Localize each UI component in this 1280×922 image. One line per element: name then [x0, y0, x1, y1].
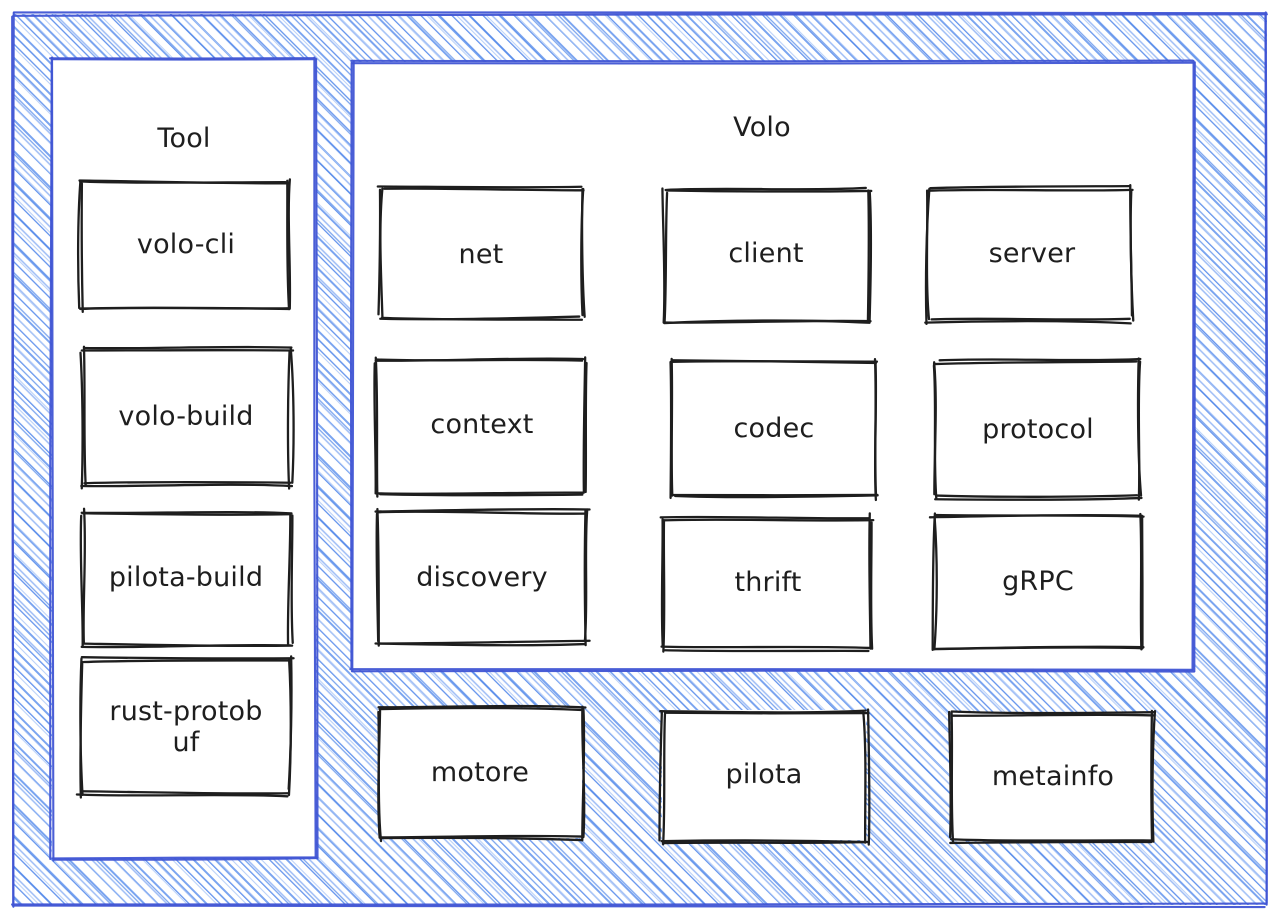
node-box-rust-protobuf[interactable] [75, 655, 295, 799]
node-box-client[interactable] [661, 186, 873, 325]
node-box-codec[interactable] [669, 357, 879, 502]
node-box-protocol[interactable] [932, 357, 1143, 501]
node-box-pilota-build[interactable] [79, 507, 294, 649]
node-box-net[interactable] [376, 185, 586, 321]
node-box-volo-build[interactable] [79, 345, 295, 490]
node-box-discovery[interactable] [374, 507, 591, 647]
node-box-thrift[interactable] [659, 512, 875, 653]
node-box-context[interactable] [373, 356, 588, 498]
node-box-grpc[interactable] [928, 512, 1145, 652]
node-box-motore[interactable] [377, 704, 587, 843]
node-box-pilota[interactable] [658, 708, 871, 846]
node-box-metainfo[interactable] [947, 709, 1157, 845]
node-box-server[interactable] [924, 183, 1135, 326]
node-box-volo-cli[interactable] [76, 178, 292, 314]
